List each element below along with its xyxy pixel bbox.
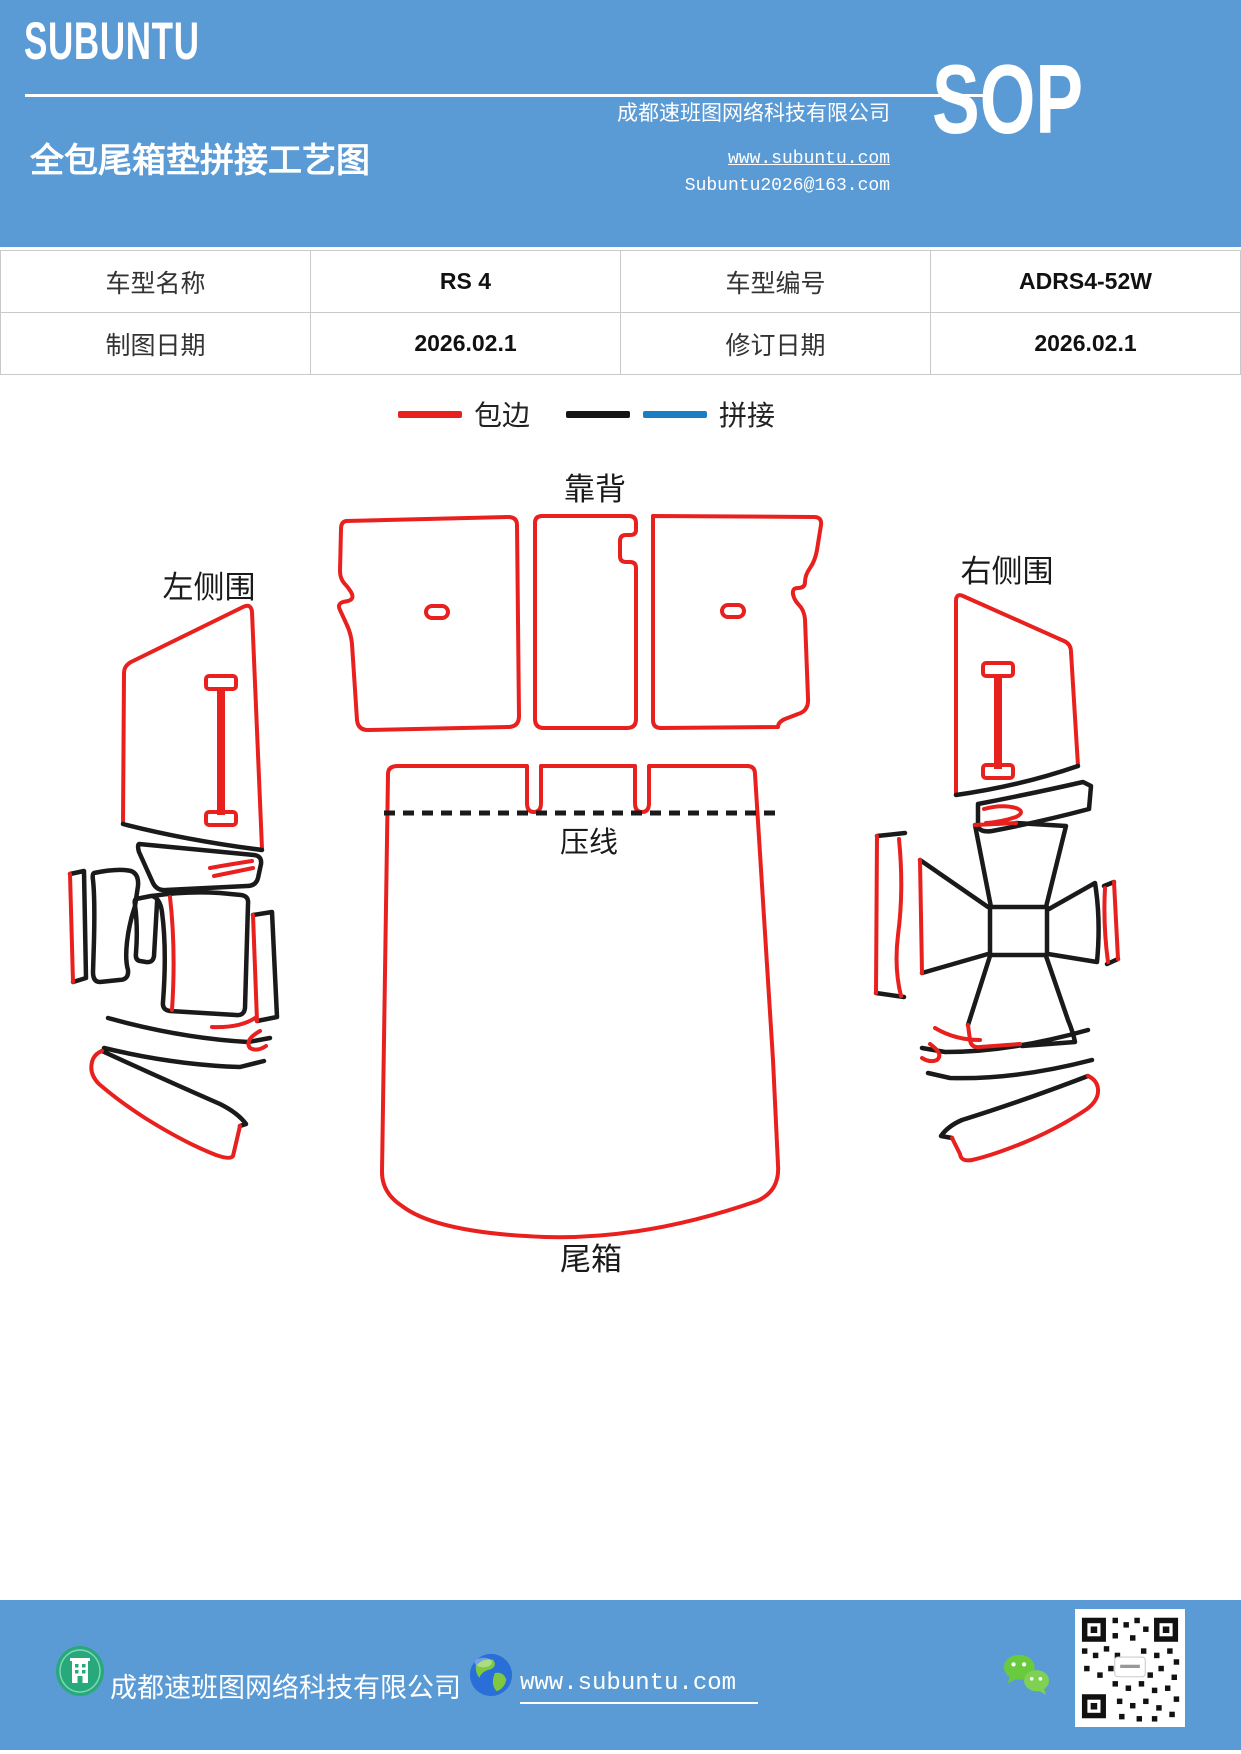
legend: 包边 拼接 — [398, 399, 775, 431]
header-email: Subuntu2026@163.com — [684, 176, 890, 196]
right-panel-red-edge — [954, 593, 1080, 797]
left-ibeam-bottom-bar — [204, 810, 238, 827]
sop-badge: SOP — [932, 44, 1084, 154]
footer-company-name: 成都速班图网络科技有限公司 — [110, 1673, 461, 1703]
splice-black-swatch — [566, 410, 631, 418]
table-row: 车型名称 RS 4 车型编号 ADRS4-52W — [0, 250, 1241, 313]
footer-website-link[interactable]: www.subuntu.com — [520, 1670, 759, 1704]
info-table: 车型名称 RS 4 车型编号 ADRS4-52W 制图日期 2026.02.1 … — [0, 250, 1241, 375]
revise-date-label: 修订日期 — [620, 312, 931, 375]
revise-date-value: 2026.02.1 — [930, 312, 1241, 375]
model-name-label: 车型名称 — [0, 250, 311, 313]
left-side-panel — [120, 603, 265, 853]
press-line-label: 压线 — [559, 827, 619, 859]
edge-binding-label: 包边 — [474, 400, 531, 431]
left-panel-splice-edge — [120, 821, 265, 853]
left-piece-cluster — [67, 841, 280, 1160]
left-cluster-splice-lines — [67, 841, 280, 1129]
trunk-outline — [380, 764, 781, 1240]
right-panel-splice-edge — [953, 763, 1081, 798]
backrest-right-piece — [651, 514, 824, 730]
draw-date-label: 制图日期 — [0, 312, 311, 375]
right-side-label: 右侧围 — [960, 554, 1054, 589]
backrest-left-slot — [424, 604, 450, 620]
model-code-value: ADRS4-52W — [930, 250, 1241, 313]
company-logo: SUBUNTU — [24, 12, 200, 71]
backrest-left-piece — [337, 515, 521, 732]
trunk-label: 尾箱 — [560, 1242, 622, 1277]
header-band: SUBUNTU 全包尾箱垫拼接工艺图 成都速班图网络科技有限公司 www.sub… — [0, 0, 1241, 247]
right-cluster-edge-binding — [874, 804, 1120, 1163]
left-panel-red-edge — [121, 603, 264, 851]
wechat-icon — [1003, 1654, 1050, 1696]
left-ibeam-stem — [217, 687, 225, 815]
backrest-label: 靠背 — [564, 472, 626, 507]
right-side-panel — [953, 593, 1081, 798]
building-icon — [56, 1646, 104, 1696]
header-rule — [25, 94, 993, 97]
header-website-link[interactable]: www.subuntu.com — [727, 149, 890, 169]
model-name-value: RS 4 — [310, 250, 621, 313]
qr-code — [1075, 1609, 1185, 1727]
left-side-label: 左侧围 — [162, 570, 256, 605]
edge-binding-swatch — [398, 410, 462, 418]
right-ibeam-stem — [994, 674, 1002, 769]
splice-blue-swatch — [643, 410, 708, 418]
right-piece-cluster — [873, 779, 1121, 1163]
splice-label: 拼接 — [719, 400, 776, 431]
trunk-piece — [380, 764, 781, 1240]
backrest-right-slot — [720, 603, 746, 619]
header-company-name: 成都速班图网络科技有限公司 — [617, 101, 890, 125]
draw-date-value: 2026.02.1 — [310, 312, 621, 375]
backrest-pieces — [337, 514, 824, 732]
backrest-middle-piece — [533, 514, 638, 730]
model-code-label: 车型编号 — [620, 250, 931, 313]
right-cluster-splice-lines — [873, 779, 1121, 1141]
right-ibeam-bottom-bar — [981, 763, 1015, 780]
table-row: 制图日期 2026.02.1 修订日期 2026.02.1 — [0, 312, 1241, 375]
page-title: 全包尾箱垫拼接工艺图 — [30, 143, 370, 180]
left-cluster-edge-binding — [68, 859, 268, 1160]
globe-icon — [469, 1653, 513, 1697]
